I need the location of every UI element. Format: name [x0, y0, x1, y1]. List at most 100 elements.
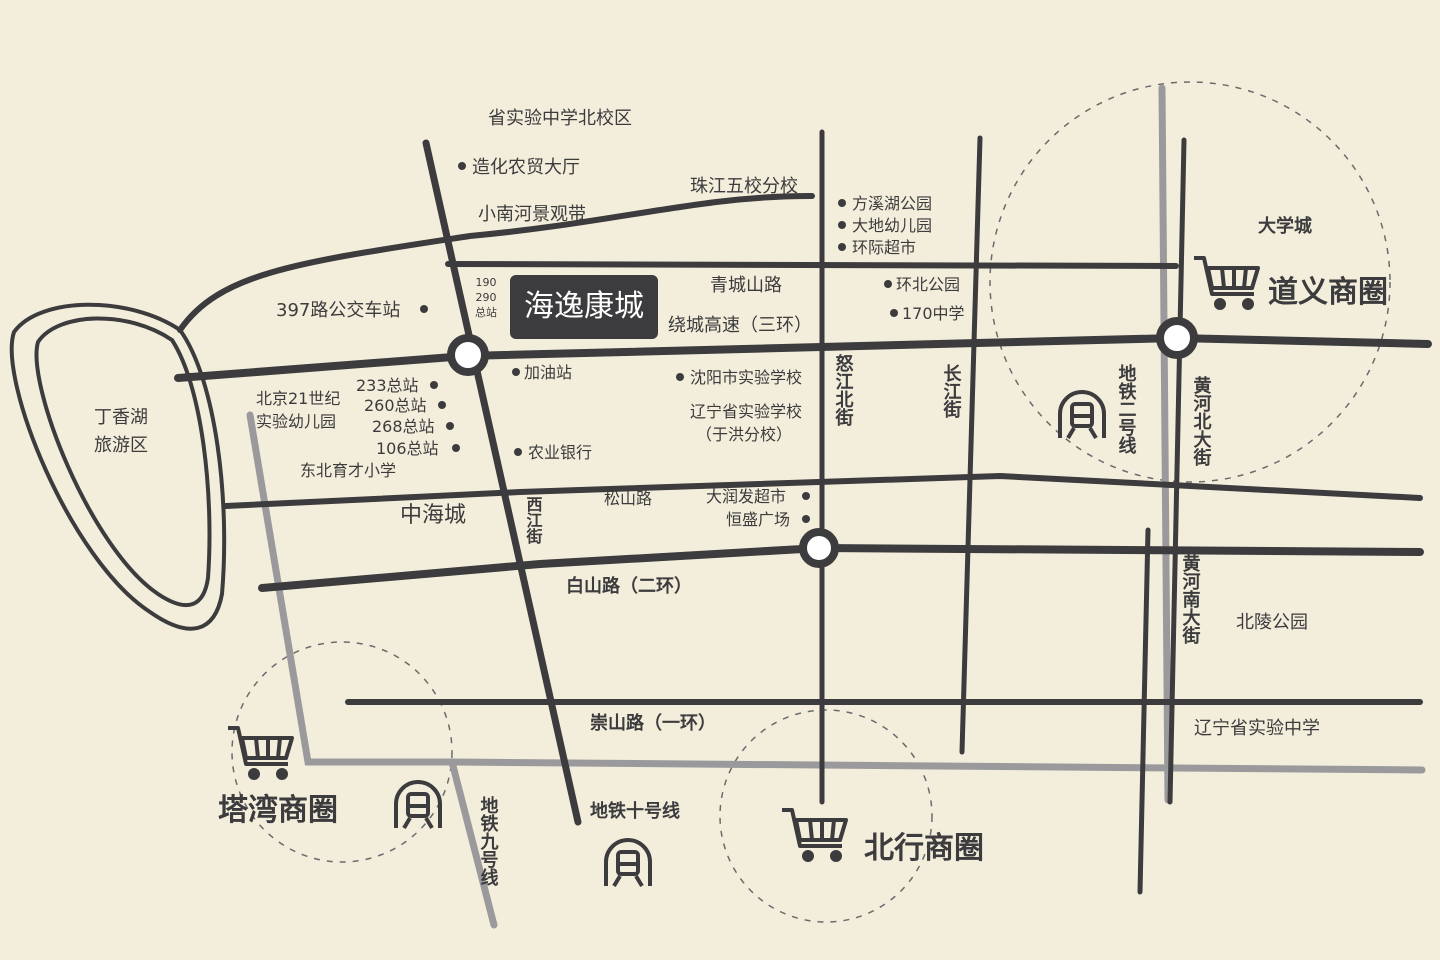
- poi-dot-bus397: [420, 305, 428, 313]
- place-shengshiyan-north: 省实验中学北校区: [488, 108, 632, 129]
- road-changjiang: [959, 135, 983, 755]
- road-baishan: [258, 544, 1424, 592]
- poi-dot-darunfa: [802, 492, 810, 500]
- metro-icon: [394, 780, 442, 830]
- poi-dot-shenyang-exp: [676, 373, 684, 381]
- metro-label-line10: 地铁十号线: [590, 800, 680, 822]
- bus-terminal-zongzhan: 总站: [475, 305, 497, 319]
- road-xiaonanhe: [177, 193, 815, 333]
- place-beiling: 北陵公园: [1236, 612, 1308, 633]
- lake-inner-ring: [34, 316, 212, 608]
- metro-label-line9: 地铁九号线: [478, 795, 500, 886]
- metro-icon: [604, 838, 652, 888]
- place-bus106: 106总站: [376, 439, 439, 458]
- poi-dot-fangxihu: [838, 199, 846, 207]
- place-dongbei: 东北育才小学: [300, 461, 396, 480]
- poi-dot-huanbei: [884, 280, 892, 288]
- road-label-xijiang: 西江街: [524, 496, 544, 545]
- bus-terminal-190: 190: [476, 276, 497, 289]
- place-bus233: 233总站: [356, 376, 419, 395]
- metro-line-2: [1158, 84, 1172, 804]
- place-beijing21-1: 北京21世纪: [256, 389, 340, 408]
- place-zhonghai: 中海城: [400, 503, 466, 528]
- district-label-beixing: 北行商圈: [864, 831, 984, 866]
- poi-dot-bus106: [452, 444, 460, 452]
- road-qingchengshan: [445, 261, 1179, 269]
- poi-dot-zaohua: [458, 162, 466, 170]
- road-label-baishan: 白山路（二环）: [566, 575, 692, 597]
- place-bus268: 268总站: [372, 417, 435, 436]
- catchment-circles: [231, 81, 1391, 923]
- place-hengsheng: 恒盛广场: [726, 510, 790, 529]
- road-label-huanghe-south: 黄河南大街: [1180, 553, 1202, 645]
- project-highlight: 海逸康城: [510, 275, 658, 339]
- bus-terminal-290: 290: [476, 291, 497, 304]
- place-huanbei: 环北公园: [896, 275, 960, 294]
- road-label-songshan: 松山路: [604, 489, 652, 508]
- road-east-vertical: [1137, 527, 1151, 895]
- shopping-cart-icon: [1194, 256, 1260, 310]
- place-zhujiang: 珠江五校分校: [690, 176, 798, 197]
- beixing-catchment-circle: [719, 709, 933, 923]
- interchanges: [447, 317, 1198, 568]
- district-label-daoyi: 道义商圈: [1268, 275, 1388, 310]
- poi-dot-bus233: [430, 381, 438, 389]
- place-bus397: 397路公交车站: [276, 300, 400, 321]
- road-label-xiaonanhe: 小南河景观带: [478, 204, 586, 225]
- road-label-raocheng: 绕城高速（三环）: [668, 315, 812, 336]
- place-bus260: 260总站: [364, 396, 427, 415]
- road-huanghe: [1167, 137, 1187, 805]
- district-label-tawan: 塔湾商圈: [218, 793, 338, 828]
- shopping-cart-icon: [782, 808, 848, 862]
- lake: [9, 302, 227, 631]
- metro-line-10: [448, 758, 1426, 774]
- road-label-changjiang: 长江街: [941, 364, 963, 419]
- metro-line-9: [246, 411, 498, 929]
- metro-label-line2: 地铁二号线: [1116, 363, 1137, 454]
- place-dadi: 大地幼儿园: [852, 216, 932, 235]
- road-label-huanghe-north: 黄河北大街: [1191, 375, 1213, 467]
- metro-icon: [1058, 390, 1106, 440]
- roads: [174, 129, 1432, 895]
- interchange-huanghe-raocheng: [1156, 317, 1198, 359]
- place-fangxihu: 方溪湖公园: [852, 194, 932, 213]
- project-box: [510, 275, 658, 339]
- poi-dot-jiayou: [512, 368, 520, 376]
- place-daxuecheng: 大学城: [1258, 215, 1312, 237]
- road-raocheng: [174, 334, 1432, 382]
- place-170: 170中学: [902, 304, 965, 323]
- poi-dots: [420, 162, 898, 523]
- shopping-cart-icon: [228, 726, 294, 780]
- place-liaoning-shiyan: 辽宁省实验中学: [1194, 718, 1320, 739]
- daoyi-catchment-circle: [989, 81, 1391, 483]
- road-label-nujiang-north: 怒江北街: [833, 353, 855, 427]
- lake-outer-ring: [9, 302, 227, 631]
- poi-dot-170: [890, 309, 898, 317]
- poi-dot-huanji: [838, 243, 846, 251]
- poi-dot-dadi: [838, 221, 846, 229]
- road-label-qingchengshan: 青城山路: [710, 275, 782, 296]
- lake-label-line1: 丁香湖: [94, 407, 148, 428]
- place-jiayou: 加油站: [524, 363, 572, 382]
- lake-label-line2: 旅游区: [94, 435, 148, 456]
- place-shenyang-exp: 沈阳市实验学校: [690, 368, 802, 387]
- place-liaoning-exp-1: 辽宁省实验学校: [690, 402, 802, 421]
- road-label-chongshan: 崇山路（一环）: [590, 712, 716, 734]
- place-huanji: 环际超市: [852, 238, 916, 257]
- tawan-catchment-circle: [231, 641, 453, 863]
- poi-dot-hengsheng: [802, 515, 810, 523]
- interchange-xijiang-raocheng: [447, 334, 489, 376]
- interchange-nujiang-baishan: [799, 528, 839, 568]
- place-zaohua: 造化农贸大厅: [472, 157, 580, 178]
- road-songshan: [223, 473, 1423, 509]
- place-beijing21-2: 实验幼儿园: [256, 412, 336, 431]
- poi-dot-bus260: [438, 401, 446, 409]
- poi-dot-nongye: [514, 448, 522, 456]
- project-name: 海逸康城: [524, 289, 644, 324]
- place-darunfa: 大润发超市: [706, 487, 786, 506]
- poi-dot-bus268: [446, 422, 454, 430]
- place-liaoning-exp-2: （于洪分校）: [696, 425, 792, 444]
- place-nongye: 农业银行: [528, 443, 592, 462]
- road-xijiang: [422, 139, 582, 826]
